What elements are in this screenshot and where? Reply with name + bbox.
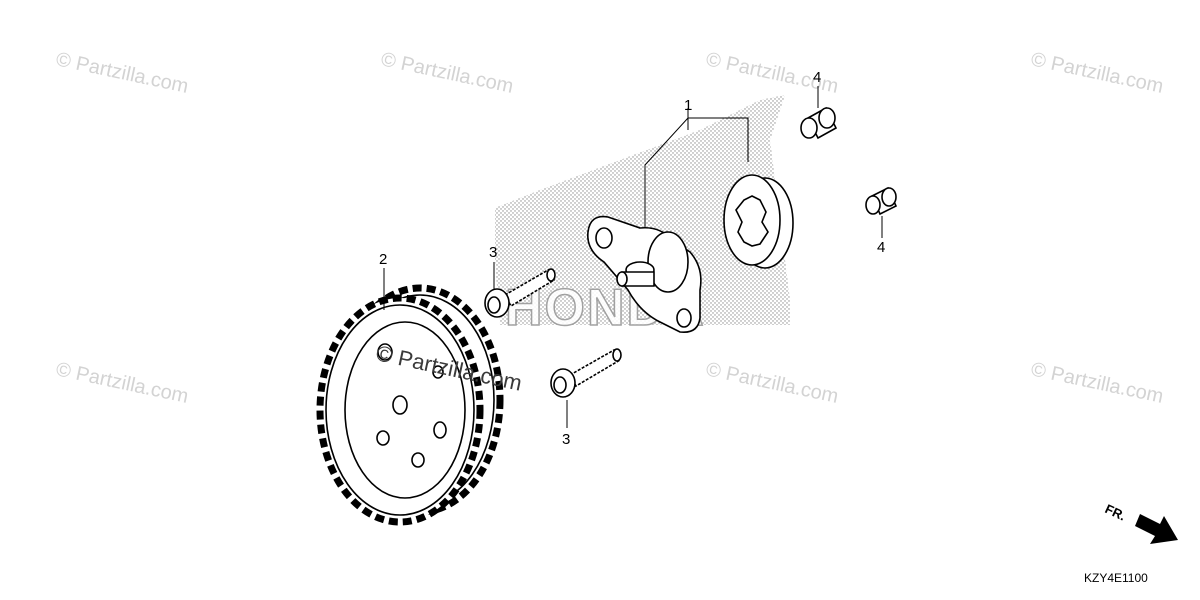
bolt-upper [484,268,556,318]
diagram-code: KZY4E1100 [1084,571,1148,585]
watermark-mid-4: © Partzilla.com [1029,358,1165,408]
watermark-mid-1: © Partzilla.com [54,358,190,408]
oil-pump-assembly [587,108,794,334]
front-direction-indicator: FR. [1103,501,1178,544]
front-direction-label: FR. [1103,501,1128,523]
callout-bracket-1 [687,117,749,162]
bolt-lower-head-face [553,376,567,394]
pump-inner-rotor [735,195,769,247]
watermark-mid-3: © Partzilla.com [704,358,840,408]
dowel-lower-end-front [865,195,881,215]
callout-bolt-upper: 3 [489,244,497,261]
bolt-lower-tip [612,348,622,362]
gear-hole-4 [376,430,390,446]
callout-gear: 2 [379,251,387,268]
watermark-top-2: © Partzilla.com [379,48,515,98]
gear-hole-3 [433,421,447,439]
gear-hole-5 [411,452,425,468]
bolt-upper-head-face [487,296,501,314]
dowel-upper-end-back [818,107,836,129]
pump-body-hole-upper [595,227,613,249]
callout-dowel-lower: 4 [877,239,885,256]
pump-driven-gear [316,284,504,526]
watermark-top-1: © Partzilla.com [54,48,190,98]
pump-body-hole-lower [676,308,692,328]
bolt-upper-tip [546,268,556,282]
gear-hole-1 [377,343,393,361]
callout-bolt-lower: 3 [562,431,570,448]
dowel-pin-upper [800,106,838,140]
pump-rotor-hub [647,231,689,293]
leader-lines [383,86,883,428]
dowel-lower-end-back [881,187,897,207]
pump-shaft-end [616,271,628,287]
callout-dowel-upper: 4 [813,69,821,86]
watermark-top-4: © Partzilla.com [1029,48,1165,98]
gear-center-bore [392,395,408,415]
bolt-lower [550,348,622,398]
dowel-upper-end-front [800,117,818,139]
brand-wing-shape [495,95,790,325]
front-direction-arrow-icon [1135,514,1178,544]
callout-oil-pump: 1 [684,97,692,114]
dowel-pin-lower [865,186,898,216]
gear-hole-2 [432,365,444,379]
callout-bracket-1b [644,117,689,230]
